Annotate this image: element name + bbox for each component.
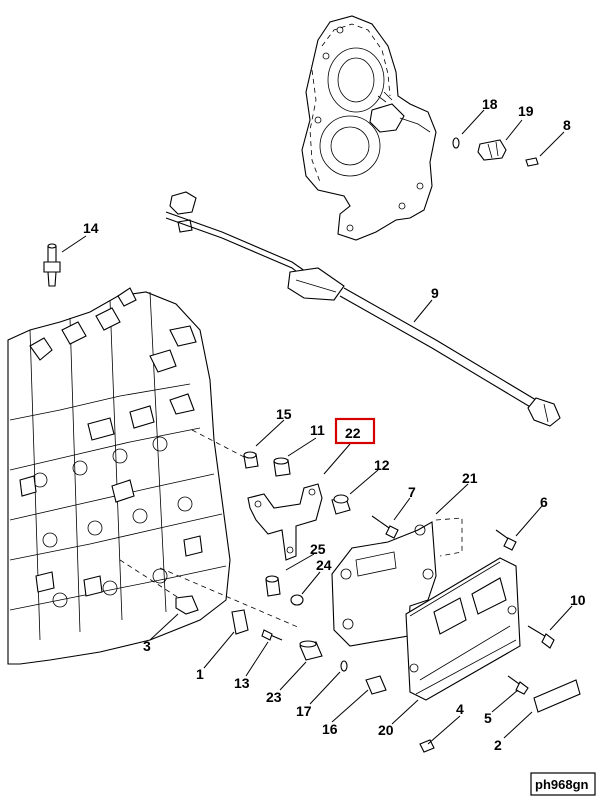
engine-block (7, 287, 231, 665)
callout-1: 1 (196, 666, 204, 682)
part-1-connector (231, 609, 249, 635)
callout-18: 18 (482, 96, 498, 112)
callout-8: 8 (563, 117, 571, 133)
callout-6: 6 (540, 494, 548, 510)
callouts: 18 19 8 9 14 15 11 22 12 7 21 6 25 24 10… (83, 96, 586, 753)
callout-17: 17 (296, 703, 312, 719)
part-3-sensor (175, 595, 199, 615)
callout-3: 3 (143, 638, 151, 654)
callout-14: 14 (83, 220, 99, 236)
part-20-ecm (405, 557, 521, 701)
part-6-screw (495, 529, 517, 551)
callout-5: 5 (484, 710, 492, 726)
part-11-spacer (273, 457, 291, 477)
part-12-grommet (331, 494, 351, 515)
part-19-sensor (477, 139, 507, 161)
part-15-bushing (243, 451, 259, 469)
part-9-wiring-harness (165, 191, 561, 427)
part-17-o-ring (340, 660, 348, 672)
part-5-screw (507, 675, 529, 695)
callout-13: 13 (234, 675, 250, 691)
callout-22: 22 (345, 425, 361, 441)
callout-12: 12 (374, 457, 390, 473)
reference-code-box: ph968gn (530, 772, 596, 796)
callout-15: 15 (276, 406, 292, 422)
part-18-o-ring (452, 137, 460, 149)
part-23-sleeve (299, 640, 323, 661)
leader-lines (61, 109, 573, 745)
part-8-screw (525, 157, 539, 167)
part-24-washer (290, 594, 304, 606)
callout-16: 16 (322, 721, 338, 737)
part-7-screw (371, 515, 399, 539)
callout-20: 20 (378, 722, 394, 738)
callout-24: 24 (316, 557, 332, 573)
part-14-temperature-sensor (43, 243, 61, 287)
part-16-sensor (365, 675, 387, 695)
gear-housing (301, 15, 437, 241)
highlight-box (334, 417, 376, 445)
callout-2: 2 (494, 737, 502, 753)
part-25-stud (265, 575, 281, 597)
part-13-pin (261, 629, 283, 641)
callout-4: 4 (456, 701, 464, 717)
callout-21: 21 (462, 470, 478, 486)
callout-19: 19 (518, 103, 534, 119)
callout-23: 23 (266, 689, 282, 705)
part-22-bracket (247, 483, 323, 561)
part-21-mounting-plate (331, 517, 463, 647)
part-4-nut (419, 739, 435, 753)
callout-11: 11 (310, 422, 325, 438)
callout-25: 25 (310, 541, 326, 557)
part-2-label (533, 679, 581, 713)
callout-7: 7 (408, 484, 416, 500)
part-10-stud (527, 625, 555, 649)
callout-10: 10 (570, 592, 586, 608)
callout-9: 9 (431, 285, 439, 301)
reference-code: ph968gn (535, 777, 589, 792)
